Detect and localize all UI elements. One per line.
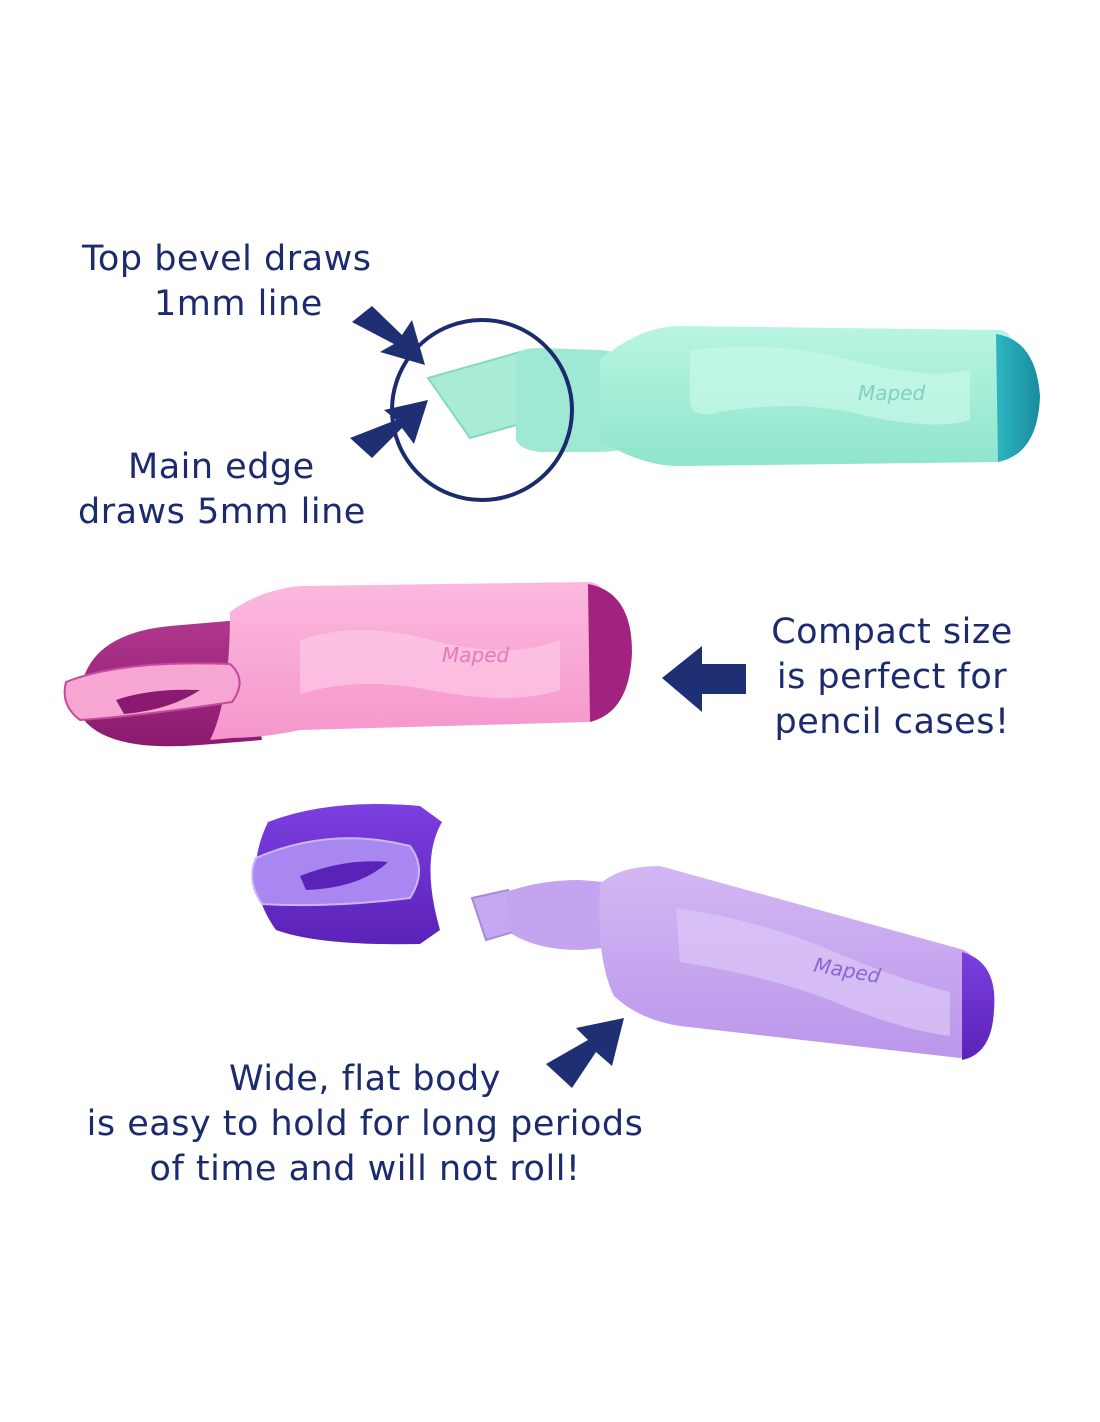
- pink-brand-logo: Maped: [442, 643, 510, 667]
- caption-flat-body-line2: is easy to hold for long periods: [86, 1104, 644, 1144]
- lilac-neck: [506, 880, 628, 950]
- arrow-compact: [662, 646, 746, 712]
- caption-top-bevel-line1: Top bevel draws: [82, 239, 372, 279]
- arrow-to-bevel: [352, 306, 425, 365]
- mint-brand-logo: Maped: [858, 381, 926, 405]
- arrow-to-edge: [350, 400, 428, 458]
- lilac-cap-clip-hole: [300, 861, 388, 890]
- caption-flat-body: Wide, flat body is easy to hold for long…: [60, 1057, 670, 1192]
- caption-compact-line1: Compact size: [771, 612, 1013, 652]
- caption-compact-line3: pencil cases!: [774, 702, 1010, 742]
- caption-main-edge: Main edge draws 5mm line: [78, 445, 366, 535]
- lilac-end-cap: [962, 952, 995, 1060]
- caption-main-edge-line1: Main edge: [128, 447, 315, 487]
- pink-clip-hole: [116, 689, 200, 714]
- lilac-cap-detached: [251, 804, 442, 945]
- caption-main-edge-line2: draws 5mm line: [78, 492, 366, 532]
- mint-cap: [996, 334, 1040, 462]
- caption-flat-body-line3: of time and will not roll!: [149, 1149, 581, 1189]
- pink-end-cap: [588, 584, 632, 722]
- pink-grip-curve: [300, 630, 560, 698]
- pink-clip: [63, 662, 241, 722]
- caption-flat-body-line1: Wide, flat body: [229, 1059, 501, 1099]
- arrow-flat-body: [546, 1018, 624, 1088]
- caption-compact: Compact size is perfect for pencil cases…: [752, 610, 1032, 745]
- caption-top-bevel: Top bevel draws 1mm line: [82, 237, 371, 327]
- lilac-grip-curve: [676, 908, 950, 1036]
- caption-top-bevel-line2: 1mm line: [154, 284, 323, 324]
- mint-highlighter: Maped: [426, 326, 1040, 466]
- lilac-highlighter: Maped: [470, 866, 995, 1060]
- caption-compact-line2: is perfect for: [776, 657, 1008, 697]
- pink-highlighter: Maped: [63, 582, 632, 747]
- mint-grip-curve: [690, 346, 970, 425]
